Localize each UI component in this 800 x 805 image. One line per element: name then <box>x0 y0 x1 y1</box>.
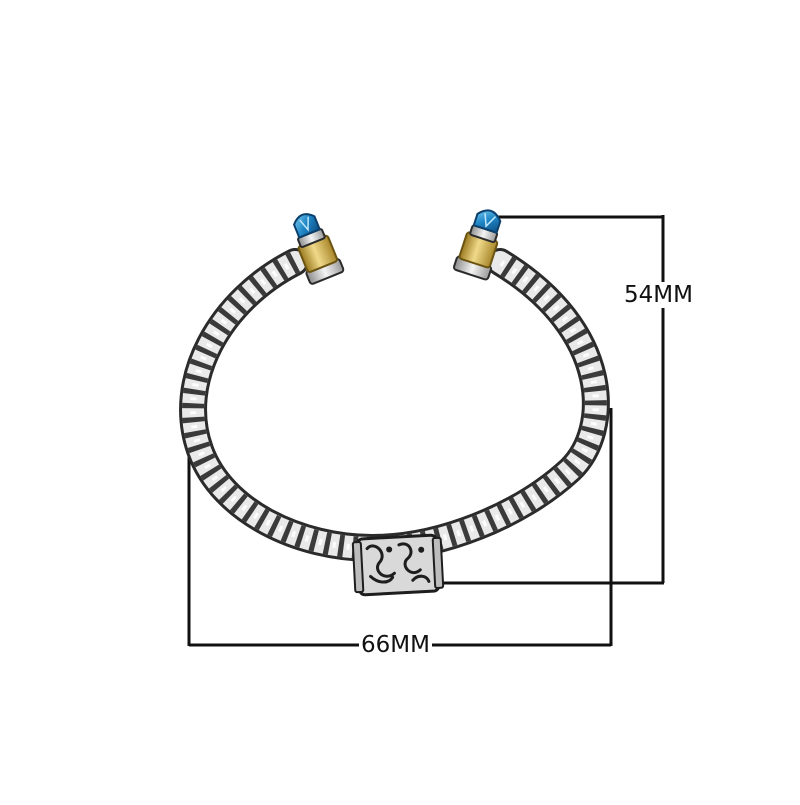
right-blue-gem <box>472 209 502 234</box>
height-dimension-lines <box>405 215 665 585</box>
right-end-cap <box>453 209 502 281</box>
left-end-cap <box>292 213 345 285</box>
width-dimension-label: 66MM <box>359 632 432 658</box>
bangle-body <box>179 248 610 563</box>
height-dimension-label: 54MM <box>622 282 695 308</box>
ornate-center-bead <box>351 533 445 597</box>
